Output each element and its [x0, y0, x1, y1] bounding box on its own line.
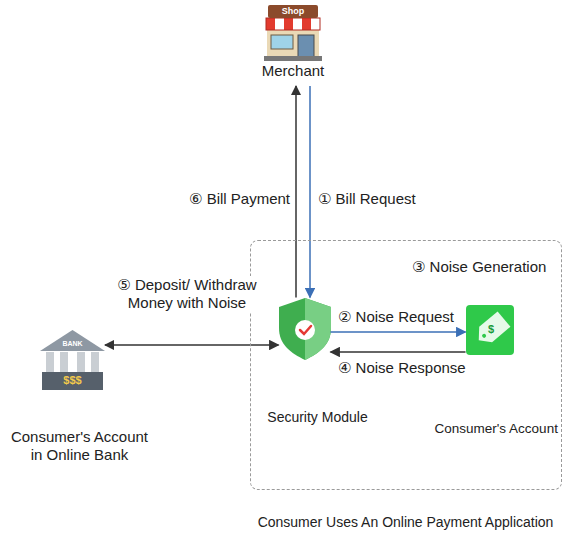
- shield-body: [279, 298, 331, 360]
- bank-node: Consumer's Account in Online Bank: [40, 330, 105, 390]
- awning-stripe: [275, 18, 284, 30]
- bank-pediment: [40, 330, 105, 351]
- tag-hole: [481, 333, 487, 339]
- price-tag: [472, 311, 510, 348]
- flow-arrow: [331, 351, 466, 353]
- tag-background: [466, 305, 514, 355]
- shop-sign: [268, 5, 318, 18]
- shield-check: [300, 326, 311, 334]
- edge-label: ⑤ Deposit/ Withdraw Money with Noise: [112, 276, 262, 312]
- node-label: Merchant: [262, 62, 325, 80]
- awning-stripe: [293, 18, 302, 30]
- flow-arrow: [309, 86, 311, 298]
- consumer-account-node: Consumer's Account: [466, 305, 514, 355]
- node-label: Consumer's Account in Online Bank: [8, 428, 152, 464]
- node-label: Security Module: [248, 408, 388, 426]
- awning-stripe: [311, 18, 320, 30]
- shop-window: [271, 35, 293, 49]
- shield-icon: [279, 298, 331, 360]
- bank-column: [77, 352, 85, 372]
- edge-label: ⑥ Bill Payment: [168, 190, 290, 208]
- shop-base: [264, 56, 322, 61]
- bank-sign-text: BANK: [57, 340, 88, 348]
- merchant-node: Merchant: [256, 2, 331, 86]
- shop-sign-text: Shop: [271, 6, 315, 17]
- awning-stripe: [284, 18, 293, 30]
- edge-label: ① Bill Request: [318, 190, 448, 208]
- flow-arrow: [105, 344, 279, 346]
- shop-door: [298, 35, 314, 58]
- tag-icon: [466, 305, 514, 355]
- bank-base: [42, 372, 103, 390]
- application-group: Consumer Uses An Online Payment Applicat…: [250, 240, 562, 490]
- node-label: Consumer's Account: [435, 420, 545, 438]
- node-label: Consumer Uses An Online Payment Applicat…: [251, 513, 561, 531]
- edge-label: ② Noise Request: [338, 308, 466, 326]
- tag-dollar-text: $: [484, 323, 498, 336]
- bank-column: [91, 352, 99, 372]
- bank-column: [46, 352, 54, 372]
- security-module-node: Security Module: [279, 298, 331, 360]
- step-label: ③ Noise Generation: [412, 258, 562, 276]
- bank-money-text: $$$: [50, 374, 95, 387]
- bank-icon: [40, 330, 105, 390]
- shop-icon: [264, 5, 322, 61]
- shop-wall: [267, 30, 319, 58]
- flow-arrow: [295, 86, 297, 298]
- flow-arrow: [331, 331, 466, 333]
- awning-stripe: [302, 18, 311, 30]
- bank-column: [60, 352, 68, 372]
- awning-outline: [266, 18, 320, 30]
- awning-stripe: [266, 18, 275, 30]
- edge-label: ④ Noise Response: [338, 359, 478, 377]
- shield-badge: [295, 320, 315, 340]
